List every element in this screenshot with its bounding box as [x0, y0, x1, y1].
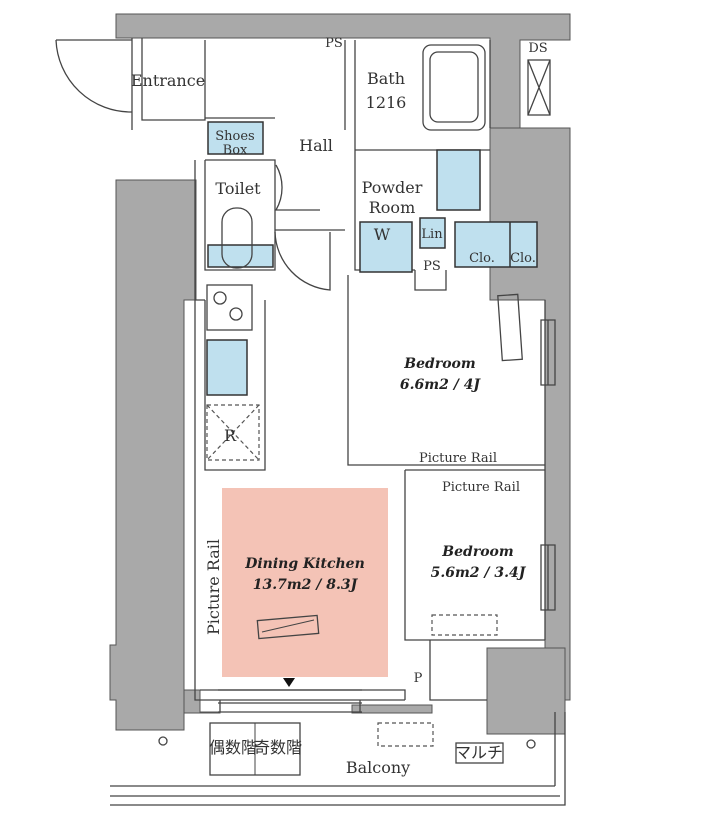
dining-kitchen-picture-rail: Picture Rail	[204, 539, 223, 635]
duct-space	[527, 59, 551, 116]
ac-unit-space	[377, 722, 434, 747]
shoes-box	[207, 121, 264, 155]
label-shoes-box-2: Box	[223, 143, 248, 158]
interior-walls	[131, 38, 546, 712]
wardrobe-icon	[497, 293, 523, 362]
outer-wall-right	[489, 127, 571, 701]
vanity	[436, 149, 481, 211]
label-balcony: Balcony	[346, 758, 410, 777]
refrigerator-cross	[206, 404, 260, 461]
bedroom-window-2	[540, 544, 556, 611]
balcony-rail	[110, 712, 566, 806]
label-entrance: Entrance	[131, 71, 205, 90]
bedroom-2-picture-rail: Picture Rail	[442, 480, 520, 495]
label-multi: マルチ	[455, 743, 503, 762]
label-ps-top: PS	[325, 36, 343, 51]
wall-bottom-right	[486, 647, 566, 735]
outer-wall-left	[109, 179, 197, 731]
label-closet-2: Clo.	[510, 251, 536, 266]
sink	[206, 339, 248, 396]
bedroom-1-picture-rail: Picture Rail	[419, 451, 497, 466]
dining-kitchen-highlight	[222, 488, 388, 677]
wall-bottom-mid	[351, 704, 433, 714]
dining-kitchen-name: Dining Kitchen	[244, 556, 365, 572]
hall-door	[274, 231, 331, 291]
label-washer: W	[374, 225, 391, 244]
label-hall: Hall	[299, 136, 333, 155]
stove-icon	[206, 284, 253, 331]
toilet-counter	[207, 244, 274, 268]
dining-kitchen-size: 13.7m2 / 8.3J	[253, 577, 359, 593]
bathtub-inner	[429, 51, 479, 123]
label-bath: Bath	[367, 69, 405, 88]
bathtub-icon	[422, 44, 486, 131]
bedroom-2-size: 5.6m2 / 3.4J	[431, 565, 527, 581]
label-odd-floor: 奇数階	[254, 738, 302, 757]
linen-closet	[419, 217, 446, 249]
table-icon	[256, 614, 320, 640]
label-even-floor: 偶数階	[209, 738, 257, 757]
label-ds: DS	[528, 41, 547, 56]
closet	[454, 221, 538, 268]
label-powder: Powder	[362, 178, 423, 197]
drain-icon	[158, 736, 168, 746]
direction-marker-icon	[283, 678, 295, 687]
bedroom-1-size: 6.6m2 / 4J	[400, 377, 482, 393]
entrance-door	[55, 39, 133, 113]
label-toilet: Toilet	[215, 179, 261, 198]
label-shoes-box: Shoes	[215, 129, 254, 144]
label-linen: Lin	[421, 227, 443, 242]
bedroom-1-name: Bedroom	[403, 356, 475, 372]
washer-pan	[359, 221, 413, 273]
burner-icon	[213, 291, 227, 305]
label-ps-mid: PS	[423, 259, 441, 274]
label-powder-room: Room	[369, 198, 415, 217]
toilet-bowl-icon	[221, 207, 253, 269]
toilet-door	[274, 164, 320, 211]
duct-cross	[527, 59, 551, 116]
multi-unit	[455, 742, 504, 764]
burner-icon	[229, 307, 243, 321]
label-pipe: P	[414, 671, 423, 686]
bedroom-dashed-box	[431, 614, 498, 636]
label-closet-1: Clo.	[469, 251, 495, 266]
refrigerator-space	[206, 404, 260, 461]
wall-bottom-left	[183, 689, 221, 714]
label-refrigerator: R	[224, 426, 237, 445]
bedroom-window-1	[540, 319, 556, 386]
table-line	[261, 619, 315, 633]
bedroom-2-name: Bedroom	[441, 544, 513, 560]
label-bath-size: 1216	[366, 93, 407, 112]
window-dk	[218, 689, 362, 713]
drain-icon	[526, 739, 536, 749]
